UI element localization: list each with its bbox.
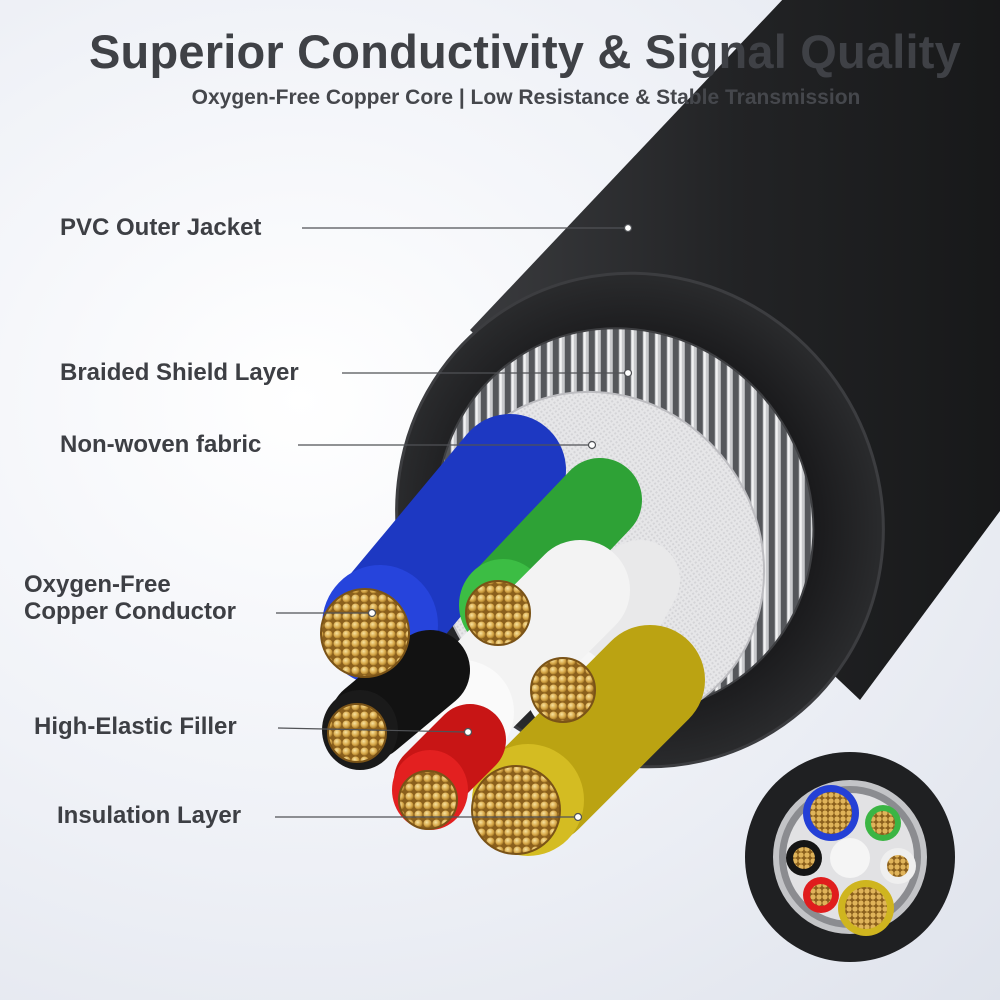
leader-lines <box>275 227 626 818</box>
page-subtitle: Oxygen-Free Copper Core | Low Resistance… <box>191 86 861 109</box>
leader-dots <box>367 223 633 822</box>
cross-section-inset <box>745 752 955 962</box>
label-copper-conductor-line1: Oxygen-Free <box>24 571 171 598</box>
label-pvc-jacket: PVC Outer Jacket <box>60 214 262 241</box>
label-nonwoven-fabric: Non-woven fabric <box>60 431 262 458</box>
copper-conductors <box>320 580 596 855</box>
label-filler: High-Elastic Filler <box>34 713 237 740</box>
page-title: Superior Conductivity & Signal Quality <box>89 25 961 78</box>
label-copper-conductor-line2: Copper Conductor <box>24 598 236 625</box>
label-copper-conductor: Oxygen-Free Copper Conductor <box>24 571 236 625</box>
label-insulation: Insulation Layer <box>57 802 242 829</box>
label-braided-shield: Braided Shield Layer <box>60 359 299 386</box>
